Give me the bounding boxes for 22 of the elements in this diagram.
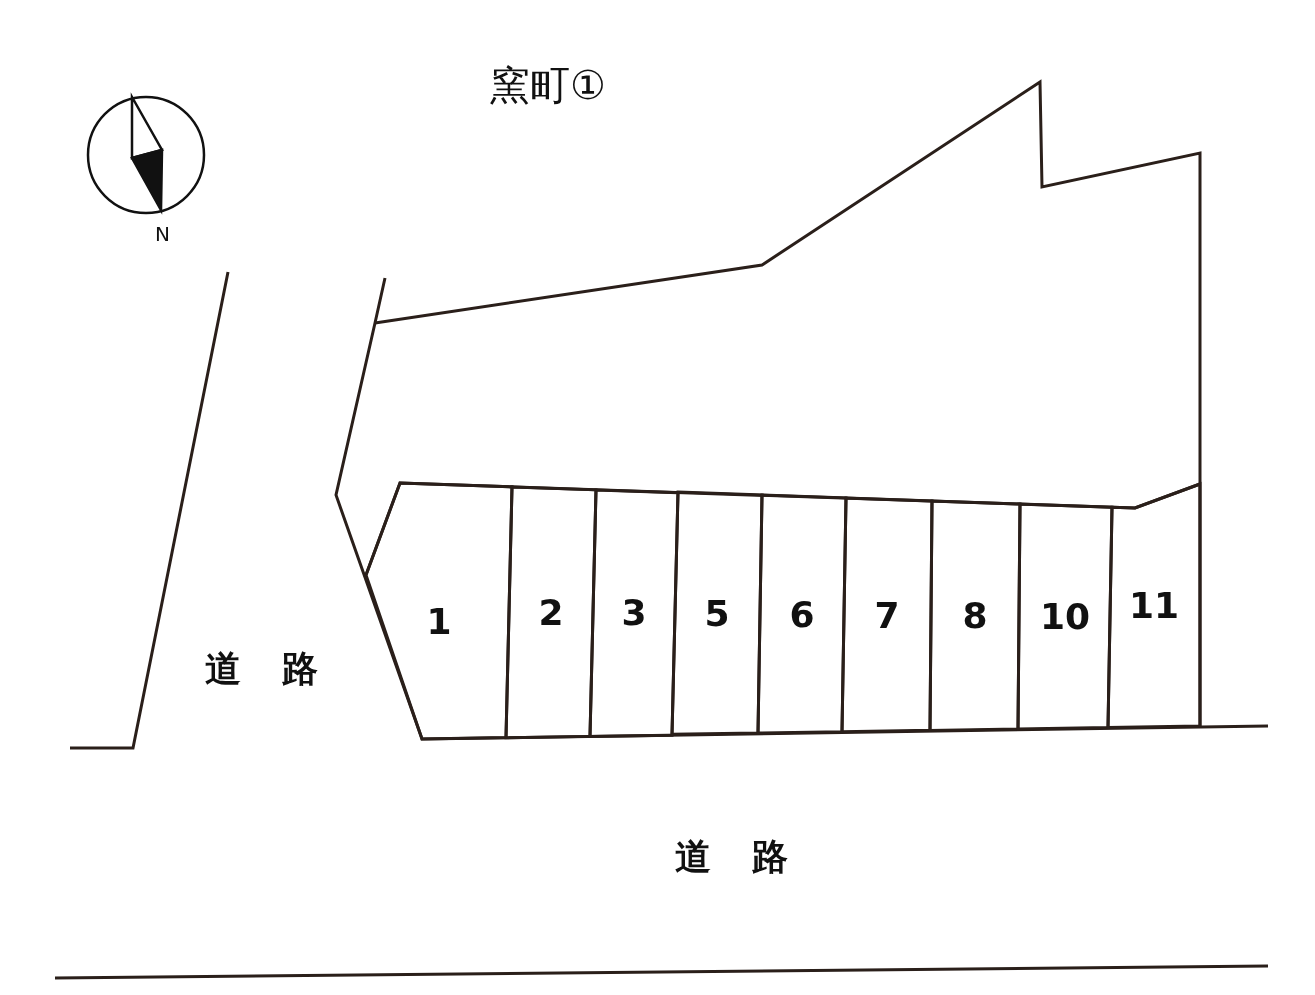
road-label: 道 路 [205,647,319,691]
space-number: 2 [538,591,564,633]
parking-space [366,483,512,739]
parking-space [758,495,846,734]
space-number: 6 [789,593,815,635]
space-number: 8 [962,595,988,637]
parking-space [506,486,596,738]
road-label: 道 路 [675,835,789,879]
space-number: 10 [1039,596,1091,638]
parking-space [1018,504,1112,729]
space-number: 5 [704,593,730,635]
parking-space [1108,484,1200,728]
parking-space [590,489,678,737]
north-label: N [155,222,170,246]
space-number: 3 [621,592,647,634]
parking-space [672,492,762,735]
parking-space [842,498,932,732]
space-number: 11 [1128,585,1180,627]
space-number: 7 [874,594,900,636]
space-number: 1 [426,600,452,642]
parking-space [930,501,1020,731]
map-title: 窯町① [490,61,606,110]
